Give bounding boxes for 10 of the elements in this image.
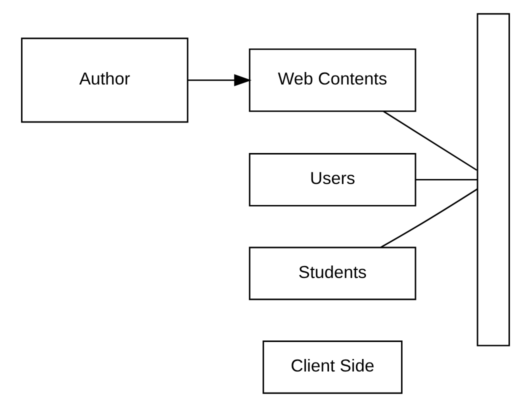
connector [416,178,478,180]
node-box: Users [248,153,416,206]
connector [380,188,478,248]
connector [383,110,478,171]
node-box: Students [248,246,416,300]
arrow [188,74,252,86]
node-box: Author [21,38,188,123]
node-bar [476,13,510,346]
node-box: Web Contents [248,48,416,112]
node-box: Client Side [262,340,403,394]
